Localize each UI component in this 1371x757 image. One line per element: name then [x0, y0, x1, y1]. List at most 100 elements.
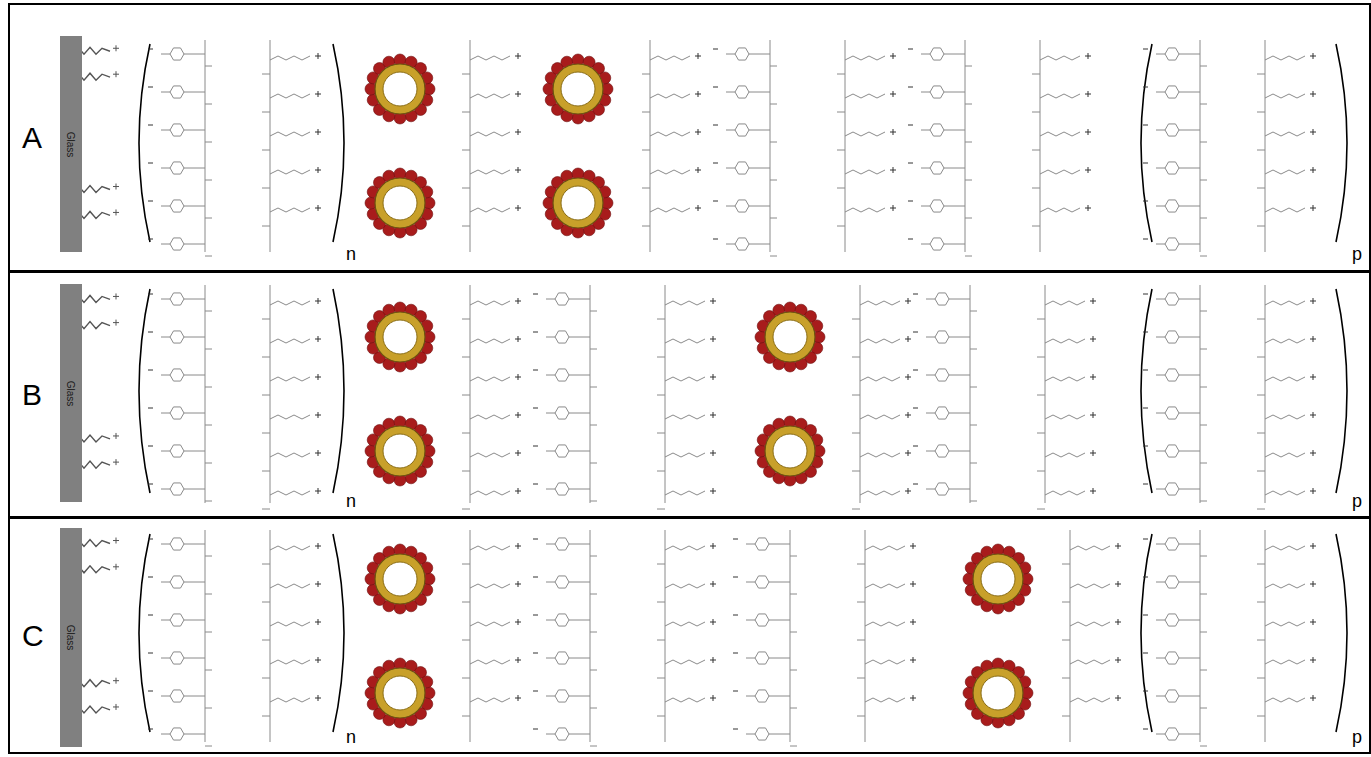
amine-side-chain	[1265, 622, 1305, 626]
pss-bond	[944, 244, 965, 245]
pss-bond	[944, 130, 965, 131]
charge-sign	[913, 370, 918, 371]
benzene-ring	[930, 200, 944, 212]
pss-bond	[184, 375, 205, 376]
charge-sign	[905, 298, 911, 304]
charge-sign	[1085, 53, 1091, 59]
gold-shell	[375, 668, 425, 718]
amine-side-chain	[1045, 453, 1085, 457]
backbone-stub	[657, 319, 665, 320]
amine-side-chain	[865, 584, 905, 588]
panel-illustration	[72, 40, 1347, 256]
charge-sign	[1310, 581, 1316, 587]
repeat-subscript: n	[346, 491, 356, 511]
silica-core	[773, 320, 807, 354]
pss-backbone	[205, 40, 206, 252]
charge-sign	[1085, 205, 1091, 211]
backbone-stub	[205, 180, 212, 181]
charge-sign	[148, 239, 153, 240]
sulfonate-bond	[546, 734, 555, 735]
amine-side-chain	[1265, 453, 1305, 457]
panel-illustration	[72, 285, 1347, 509]
panel-illustration	[72, 530, 1347, 746]
charge-sign	[695, 205, 701, 211]
pss-bond	[184, 244, 205, 245]
charge-sign	[710, 488, 716, 494]
pss-bond	[1179, 489, 1200, 490]
backbone-stub	[965, 104, 972, 105]
backbone-stub	[770, 256, 777, 257]
pss-bond	[769, 544, 790, 545]
benzene-ring	[170, 331, 184, 343]
amine-side-chain	[270, 339, 310, 343]
pss-backbone	[770, 40, 771, 252]
benzene-ring	[555, 728, 569, 740]
benzene-ring	[935, 293, 949, 305]
charge-sign	[1090, 450, 1096, 456]
charge-sign	[515, 91, 521, 97]
pss-bond	[769, 620, 790, 621]
charge-sign	[315, 657, 321, 663]
benzene-ring	[935, 483, 949, 495]
amine-side-chain	[470, 415, 510, 419]
amine-side-chain	[1070, 698, 1110, 702]
benzene-ring	[170, 538, 184, 550]
sulfonate-bond	[1156, 299, 1165, 300]
amine-side-chain	[650, 132, 690, 136]
amine-side-chain	[270, 56, 310, 60]
benzene-ring	[1165, 200, 1179, 212]
amine-side-chain	[1045, 491, 1085, 495]
charge-sign	[695, 91, 701, 97]
benzene-ring	[1165, 124, 1179, 136]
repeat-subscript: p	[1352, 491, 1362, 511]
backbone-stub	[1257, 678, 1265, 679]
backbone-stub	[262, 471, 270, 472]
sulfonate-bond	[1156, 54, 1165, 55]
backbone-stub	[1037, 319, 1045, 320]
panel-letter: A	[22, 121, 42, 155]
backbone-stub	[1200, 387, 1207, 388]
backbone-stub	[837, 226, 845, 227]
backbone-stub	[590, 501, 597, 502]
charge-sign	[533, 729, 538, 730]
charge-sign	[913, 484, 918, 485]
charge-sign	[515, 374, 521, 380]
pah-backbone	[665, 285, 666, 503]
charge-sign	[1143, 332, 1148, 333]
charge-sign	[1143, 239, 1148, 240]
gold-nanoparticle	[365, 416, 435, 486]
backbone-stub	[1200, 670, 1207, 671]
charge-sign	[1085, 91, 1091, 97]
gold-shell	[553, 178, 603, 228]
substrate-label: Glass	[66, 380, 77, 406]
amine-side-chain	[1040, 170, 1080, 174]
sulfonate-bond	[161, 734, 170, 735]
backbone-stub	[657, 678, 665, 679]
backbone-stub	[657, 640, 665, 641]
charge-sign	[515, 657, 521, 663]
gold-shell	[973, 554, 1023, 604]
amine-side-chain	[470, 622, 510, 626]
backbone-stub	[1062, 564, 1070, 565]
charge-sign	[515, 129, 521, 135]
amine-side-chain	[270, 453, 310, 457]
benzene-ring	[555, 614, 569, 626]
amine-side-chain	[665, 415, 705, 419]
benzene-ring	[755, 652, 769, 664]
gold-shell	[375, 554, 425, 604]
benzene-ring	[935, 369, 949, 381]
pah-backbone	[1265, 530, 1266, 742]
charge-sign	[713, 87, 718, 88]
gold-shell	[553, 64, 603, 114]
benzene-ring	[1165, 445, 1179, 457]
gold-nanoparticle	[963, 658, 1033, 728]
benzene-ring	[930, 48, 944, 60]
backbone-stub	[965, 66, 972, 67]
backbone-stub	[1062, 678, 1070, 679]
charge-sign	[315, 205, 321, 211]
sulfonate-bond	[726, 92, 735, 93]
backbone-stub	[1037, 395, 1045, 396]
benzene-ring	[170, 238, 184, 250]
charge-sign	[113, 45, 119, 51]
backbone-stub	[970, 501, 977, 502]
